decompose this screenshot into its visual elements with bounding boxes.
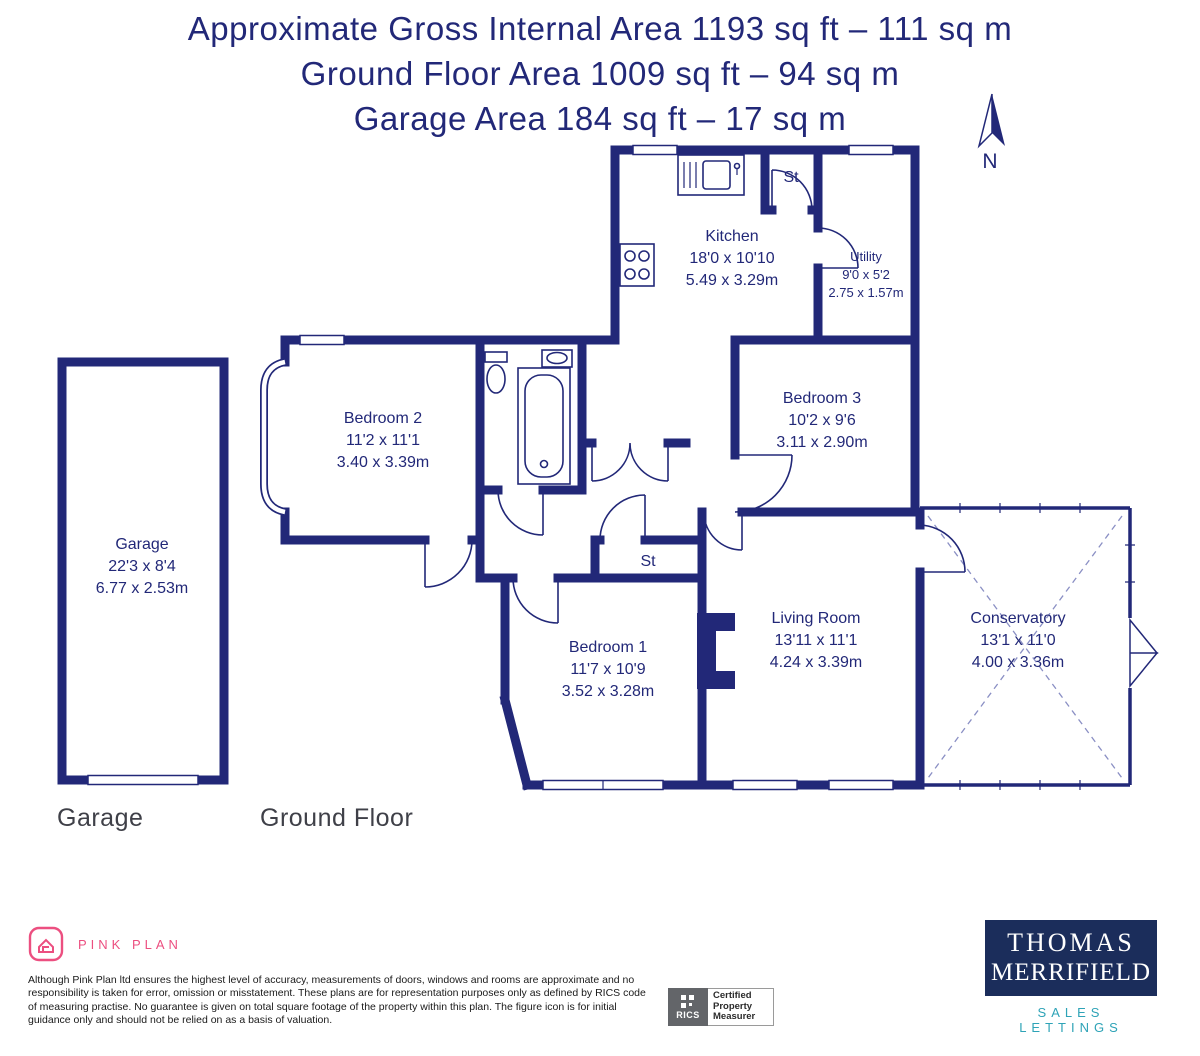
room-label-living: Living Room 13'11 x 11'1 4.24 x 3.39m (769, 610, 863, 671)
floor-plan-svg: St St N (57, 93, 1159, 791)
store-top-label: St (783, 169, 799, 186)
conservatory-glazing-ticks (959, 503, 1135, 790)
living-window-left (732, 779, 798, 791)
utility-door (817, 227, 859, 269)
bedroom2-door (424, 539, 473, 588)
floor-label-ground-floor: Ground Floor (260, 804, 414, 832)
hall-store-door (599, 494, 646, 541)
rics-logo-box: RICS (668, 988, 708, 1026)
conservatory-french-doors (1129, 617, 1159, 689)
room-label-bedroom3: Bedroom 3 10'2 x 9'6 3.11 x 2.90m (776, 390, 868, 451)
room-label-bedroom2: Bedroom 2 11'2 x 11'1 3.40 x 3.39m (336, 410, 430, 471)
agent-logo-box: THOMAS MERRIFIELD (985, 920, 1157, 996)
walls (280, 145, 925, 791)
room-label-kitchen: Kitchen 18'0 x 10'10 5.49 x 3.29m (685, 228, 779, 289)
garage-door (87, 774, 199, 786)
room-label-bedroom1: Bedroom 1 11'7 x 10'9 3.52 x 3.28m (561, 639, 655, 700)
living-window-right (828, 779, 894, 791)
header-line-garage-area: Garage Area 184 sq ft – 17 sq m (353, 100, 847, 137)
utility-window (848, 144, 894, 156)
store-hall-label: St (640, 553, 656, 570)
conservatory-door (919, 524, 966, 573)
pink-plan-brand: PINK PLAN (28, 926, 182, 962)
floor-label-garage: Garage (57, 804, 144, 832)
kitchen-hob (619, 243, 655, 287)
header-line-total-area: Approximate Gross Internal Area 1193 sq … (187, 10, 1013, 47)
bedroom3-door (734, 454, 793, 513)
toilet (484, 351, 508, 394)
agent-logo: THOMAS MERRIFIELD SALES LETTINGS (985, 920, 1157, 1035)
north-arrow-icon: N (977, 93, 1005, 173)
kitchen-window (632, 144, 678, 156)
door-swings (424, 169, 966, 624)
room-label-conservatory: Conservatory 13'1 x 11'0 4.00 x 3.36m (970, 610, 1066, 671)
rics-name: RICS (676, 1009, 700, 1020)
bay-window (260, 358, 286, 516)
agent-name-line1: THOMAS (1007, 928, 1135, 957)
header-area-summary: Approximate Gross Internal Area 1193 sq … (0, 6, 1200, 141)
room-label-garage: Garage 22'3 x 8'4 6.77 x 2.53m (95, 536, 189, 597)
rics-certified-box: Certified Property Measurer (708, 988, 774, 1026)
pink-plan-logo-icon (28, 926, 64, 962)
store-door (771, 169, 813, 211)
room-label-utility: Utility 9'0 x 5'2 2.75 x 1.57m (828, 249, 904, 300)
agent-tagline: SALES LETTINGS (1019, 1005, 1123, 1035)
garage-walls (57, 357, 229, 786)
rics-badge: RICS Certified Property Measurer (668, 988, 774, 1026)
bathtub (517, 367, 571, 485)
bedroom2-window (299, 334, 345, 346)
rics-qr-icon (681, 994, 694, 1008)
windows (299, 144, 894, 791)
disclaimer-text: Although Pink Plan ltd ensures the highe… (28, 974, 646, 1027)
pink-plan-brand-text: PINK PLAN (78, 936, 182, 952)
fixtures (484, 154, 745, 689)
basin (541, 349, 573, 368)
header-line-ground-floor-area: Ground Floor Area 1009 sq ft – 94 sq m (300, 55, 900, 92)
north-label: N (982, 150, 997, 173)
conservatory-structure (920, 503, 1159, 790)
bedroom1-door (512, 577, 559, 624)
hall-double-doors (591, 442, 669, 482)
bathroom-door (497, 489, 544, 536)
fireplace (697, 613, 735, 689)
agent-name-line2: MERRIFIELD (991, 959, 1151, 986)
kitchen-sink-unit (677, 154, 745, 196)
living-room-door (703, 511, 743, 551)
